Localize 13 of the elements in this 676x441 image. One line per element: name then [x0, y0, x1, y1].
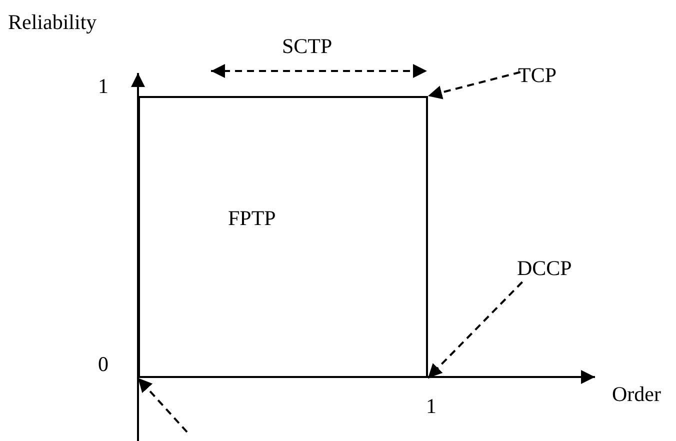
axis-title: Order: [612, 382, 661, 406]
region-box: [138, 96, 428, 378]
region-label: FPTP: [228, 206, 276, 230]
protocol-label: DCCP: [517, 256, 583, 282]
tick-label: 1: [98, 74, 108, 98]
tick-label: 0: [98, 352, 108, 376]
leader-arrow: [428, 71, 521, 100]
range-label: SCTP: [282, 34, 332, 58]
leader-arrow: [137, 377, 188, 433]
axis-title: Reliability: [8, 10, 97, 34]
leader-arrow: [427, 281, 523, 379]
protocol-label: TCP: [518, 63, 566, 89]
tick-label: 1: [426, 394, 436, 418]
